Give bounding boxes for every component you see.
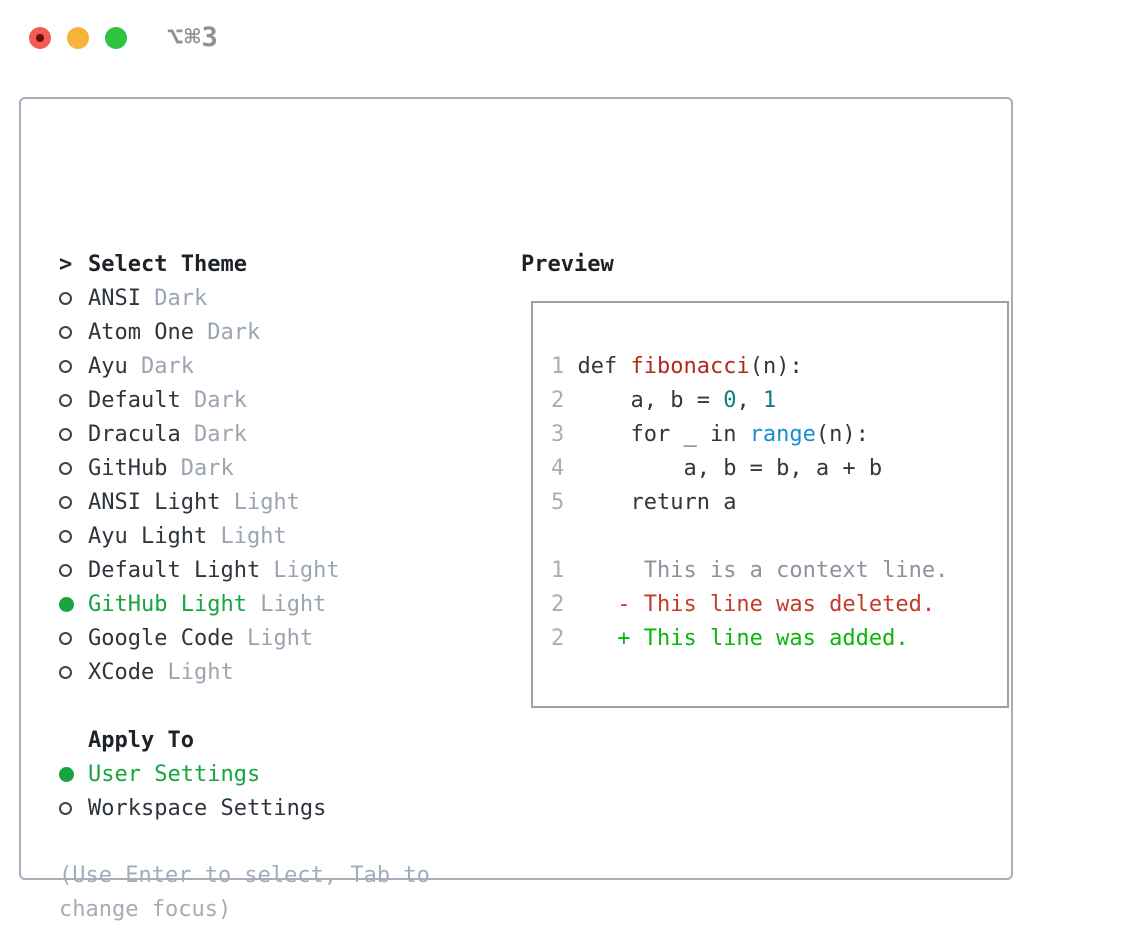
close-button[interactable] [29,27,51,49]
code-line: 1 This is a context line. [551,558,949,583]
theme-option[interactable]: ANSI Light Light [59,485,509,519]
theme-variant-tag: Light [207,523,287,549]
list-gap [59,689,509,723]
theme-option[interactable]: XCode Light [59,655,509,689]
theme-option[interactable]: Default Light Light [59,553,509,587]
theme-name: Default [88,387,181,413]
theme-variant-tag: Light [154,659,234,685]
code-line: 4 a, b = b, a + b [551,456,883,481]
theme-name: ANSI [88,285,141,311]
theme-variant-tag: Light [220,489,300,515]
theme-name: Google Code [88,625,234,651]
select-theme-header: > Select Theme [59,247,509,281]
theme-variant-tag: Dark [193,319,261,345]
theme-name: GitHub [88,455,168,481]
theme-variant-tag: Dark [127,353,194,379]
theme-variant-tag: Dark [140,285,208,311]
radio-icon [59,427,72,441]
code-line: 2 + This line was added. [551,626,909,651]
theme-variant-tag: Light [233,625,314,651]
radio-icon [59,461,72,475]
theme-name: GitHub Light [88,591,247,617]
theme-name: Ayu Light [88,523,208,549]
theme-variant-tag: Dark [180,421,247,447]
theme-variant-tag: Dark [167,455,234,481]
theme-option[interactable]: Ayu Dark [59,349,509,383]
radio-icon [59,495,72,509]
select-theme-title: Select Theme [88,251,247,277]
code-preview: 1 def fibonacci(n): 2 a, b = 0, 1 3 for _ … [551,350,948,656]
apply-to-header: Apply To [59,723,509,757]
apply-to-title: Apply To [88,727,194,753]
code-line [551,520,948,554]
window-title-shortcut: ⌥⌘3 [167,22,219,53]
theme-name: Atom One [88,319,194,345]
radio-icon [59,393,72,407]
radio-icon [59,563,72,577]
apply-option[interactable]: Workspace Settings [59,791,509,825]
theme-option[interactable]: GitHub Light Light [59,587,509,621]
theme-option[interactable]: Atom One Dark [59,315,509,349]
radio-icon [59,665,72,679]
apply-option-label: User Settings [88,761,261,787]
theme-name: Ayu [88,353,128,379]
preview-box: 1 def fibonacci(n): 2 a, b = 0, 1 3 for _ … [531,301,1009,708]
theme-variant-tag: Dark [180,387,247,413]
minimize-button[interactable] [67,27,89,49]
code-line: 2 - This line was deleted. [551,592,936,617]
theme-option[interactable]: GitHub Dark [59,451,509,485]
theme-name: Default Light [88,557,261,583]
theme-option[interactable]: Dracula Dark [59,417,509,451]
preview-title: Preview [521,251,614,277]
radio-icon [59,325,72,339]
theme-option[interactable]: Ayu Light Light [59,519,509,553]
radio-icon [59,631,72,645]
theme-name: XCode [88,659,155,685]
theme-variant-tag: Light [260,557,340,583]
radio-icon [59,801,72,815]
theme-name: ANSI Light [88,489,221,515]
radio-icon [59,529,72,543]
code-line: 2 a, b = 0, 1 [551,388,777,413]
apply-option-label: Workspace Settings [88,795,327,821]
zoom-button[interactable] [105,27,127,49]
theme-name: Dracula [88,421,181,447]
cursor-arrow-icon: > [59,251,73,277]
code-line: 1 def fibonacci(n): [551,354,803,379]
code-line: 3 for _ in range(n): [551,422,869,447]
code-line: 5 return a [551,490,737,515]
theme-option[interactable]: ANSI Dark [59,281,509,315]
theme-option[interactable]: Google Code Light [59,621,509,655]
list-gap [59,825,509,859]
radio-selected-icon [59,596,74,612]
radio-icon [59,359,72,373]
radio-selected-icon [59,766,74,782]
apply-option[interactable]: User Settings [59,757,509,791]
radio-icon [59,291,72,305]
theme-variant-tag: Light [246,591,327,617]
keyboard-hint: (Use Enter to select, Tab to change focu… [59,863,430,922]
theme-option[interactable]: Default Dark [59,383,509,417]
